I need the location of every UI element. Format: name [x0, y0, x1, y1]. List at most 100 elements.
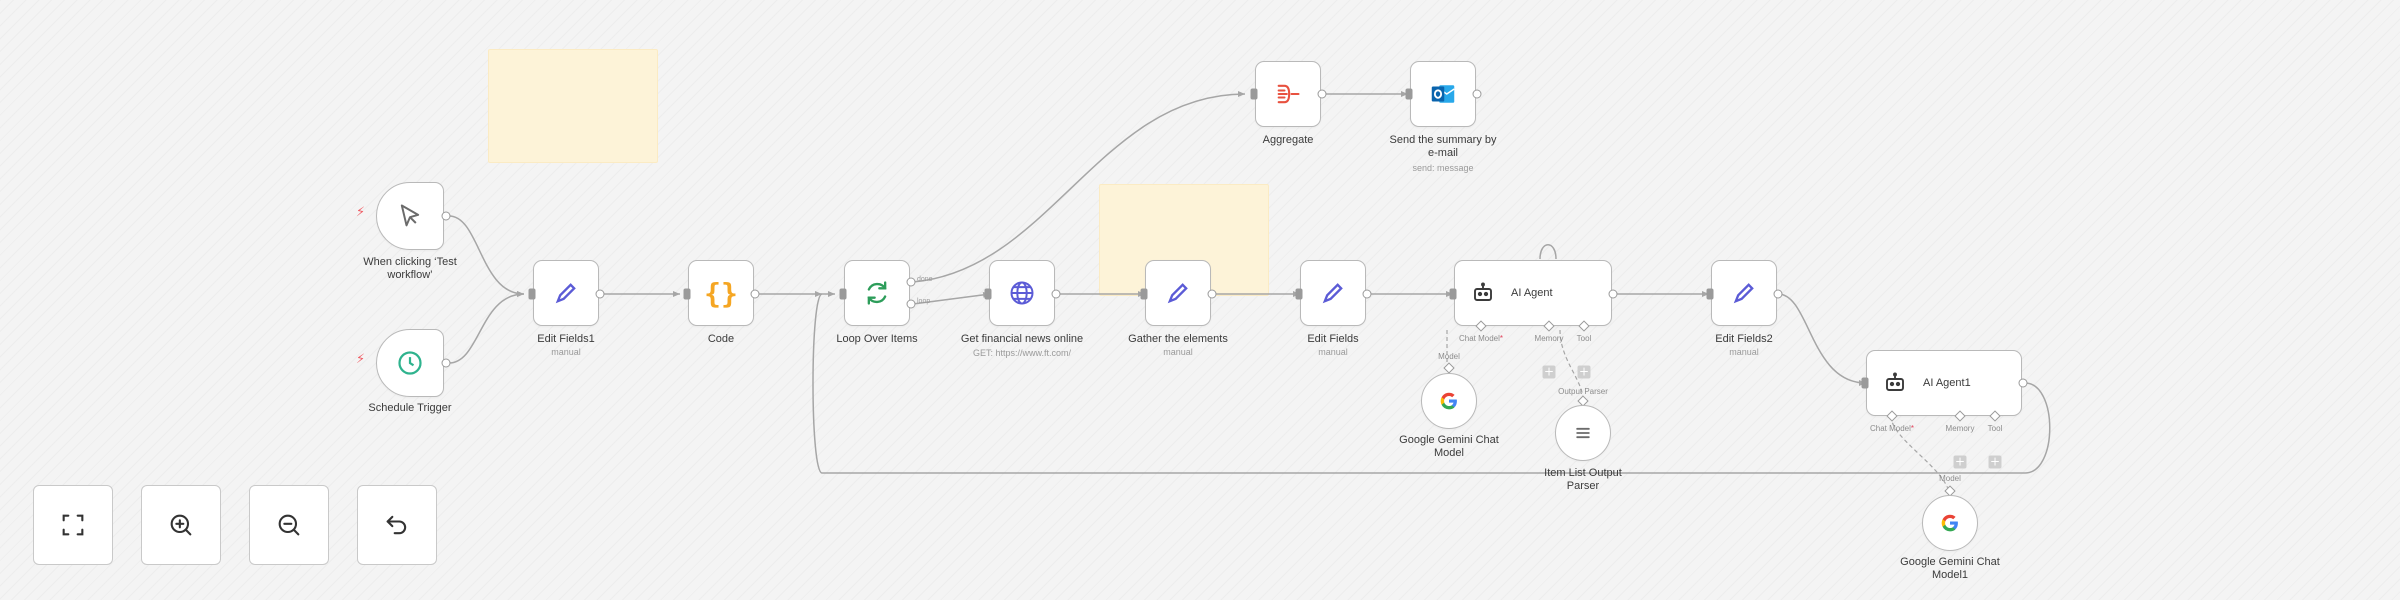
node-aggregate[interactable]: [1255, 61, 1321, 127]
input-handle[interactable]: [984, 288, 992, 300]
undo-icon: [383, 511, 411, 539]
zoom-to-fit-button[interactable]: [33, 485, 113, 565]
output-handle[interactable]: [1773, 289, 1783, 299]
node-title: Schedule Trigger: [368, 402, 452, 414]
output-handle-done[interactable]: [906, 277, 916, 287]
zoom-in-icon: [167, 511, 195, 539]
connection-line: [912, 91, 1246, 283]
connection-line: [1539, 244, 1557, 260]
loop-done-label: done: [917, 276, 933, 283]
node-title: Aggregate: [1262, 134, 1314, 146]
node-send-summary-email[interactable]: [1410, 61, 1476, 127]
node-edit-fields1[interactable]: [533, 260, 599, 326]
node-title: AI Agent: [1511, 287, 1553, 299]
node-get-financial-news[interactable]: [989, 260, 1055, 326]
node-loop-over-items[interactable]: [844, 260, 910, 326]
zoom-in-button[interactable]: [141, 485, 221, 565]
zoom-out-icon: [275, 511, 303, 539]
connection-line: [812, 291, 2051, 474]
input-handle[interactable]: [1295, 288, 1303, 300]
node-title: Get financial news online: [960, 333, 1084, 345]
output-parser-label: Output Parser: [1558, 387, 1608, 396]
pencil-icon: [552, 279, 580, 307]
output-handle-loop[interactable]: [906, 299, 916, 309]
node-edit-fields[interactable]: [1300, 260, 1366, 326]
output-handle[interactable]: [750, 289, 760, 299]
node-code[interactable]: {}: [688, 260, 754, 326]
connection-line: [912, 291, 991, 305]
output-handle[interactable]: [1207, 289, 1217, 299]
outlook-icon: [1428, 79, 1458, 109]
input-handle[interactable]: [683, 288, 691, 300]
add-tool-button[interactable]: +: [1577, 364, 1591, 379]
input-handle[interactable]: [1449, 288, 1457, 300]
node-gather-the-elements[interactable]: [1145, 260, 1211, 326]
add-memory-button[interactable]: +: [1953, 454, 1967, 469]
output-handle[interactable]: [1051, 289, 1061, 299]
input-handle[interactable]: [1250, 88, 1258, 100]
node-title: Edit Fields1: [537, 333, 595, 345]
input-handle[interactable]: [1405, 88, 1413, 100]
connection-line: [448, 291, 525, 364]
port-label-chat-model: Chat Model*: [1458, 334, 1504, 343]
output-handle[interactable]: [441, 211, 451, 221]
node-title: Item List Output Parser: [1544, 467, 1622, 492]
globe-icon: [1008, 279, 1036, 307]
zoom-out-button[interactable]: [249, 485, 329, 565]
input-handle[interactable]: [1140, 288, 1148, 300]
model-connection: [1559, 329, 1584, 401]
pencil-icon: [1319, 279, 1347, 307]
node-item-list-output-parser[interactable]: [1555, 405, 1611, 461]
output-handle[interactable]: [1472, 89, 1482, 99]
model-label: Model: [1438, 352, 1460, 361]
node-title: Code: [707, 333, 735, 345]
aggregate-icon: [1274, 80, 1302, 108]
node-subtitle: manual: [551, 347, 581, 357]
node-subtitle: send: message: [1412, 163, 1474, 173]
node-google-gemini-chat-model1[interactable]: [1922, 495, 1978, 551]
robot-icon: [1471, 281, 1495, 305]
braces-icon: {}: [704, 276, 738, 310]
node-google-gemini-chat-model[interactable]: [1421, 373, 1477, 429]
node-title: Google Gemini Chat Model1: [1900, 556, 2000, 581]
fit-icon: [59, 511, 87, 539]
output-handle[interactable]: [441, 358, 451, 368]
list-icon: [1573, 423, 1593, 443]
output-handle[interactable]: [595, 289, 605, 299]
add-memory-button[interactable]: +: [1542, 364, 1556, 379]
node-subtitle: manual: [1163, 347, 1193, 357]
node-title: Loop Over Items: [836, 333, 918, 345]
output-handle[interactable]: [1362, 289, 1372, 299]
port-label-memory: Memory: [1945, 424, 1975, 433]
add-tool-button[interactable]: +: [1988, 454, 2002, 469]
node-ai-agent1[interactable]: AI Agent1: [1866, 350, 2022, 416]
cursor-icon: [396, 202, 424, 230]
node-schedule-trigger[interactable]: [376, 329, 444, 397]
model-label: Model: [1939, 474, 1961, 483]
output-handle[interactable]: [1317, 89, 1327, 99]
input-handle[interactable]: [528, 288, 536, 300]
input-handle[interactable]: [839, 288, 847, 300]
input-handle[interactable]: [1706, 288, 1714, 300]
trigger-bolt-icon: ⚡: [356, 352, 366, 367]
google-icon: [1940, 513, 1960, 533]
connection-line: [448, 215, 525, 297]
trigger-bolt-icon: ⚡: [356, 205, 366, 220]
robot-icon: [1883, 371, 1907, 395]
input-handle[interactable]: [1861, 377, 1869, 389]
node-ai-agent[interactable]: AI Agent: [1454, 260, 1612, 326]
output-handle[interactable]: [1608, 289, 1618, 299]
google-icon: [1439, 391, 1459, 411]
node-title: Gather the elements: [1128, 333, 1228, 345]
node-edit-fields2[interactable]: [1711, 260, 1777, 326]
node-manual-trigger[interactable]: [376, 182, 444, 250]
port-label-memory: Memory: [1534, 334, 1564, 343]
output-handle[interactable]: [2018, 378, 2028, 388]
node-title: Edit Fields2: [1715, 333, 1773, 345]
undo-button[interactable]: [357, 485, 437, 565]
clock-icon: [396, 349, 424, 377]
node-title: Google Gemini Chat Model: [1399, 434, 1499, 459]
sticky-note[interactable]: [488, 49, 658, 163]
node-subtitle: manual: [1729, 347, 1759, 357]
